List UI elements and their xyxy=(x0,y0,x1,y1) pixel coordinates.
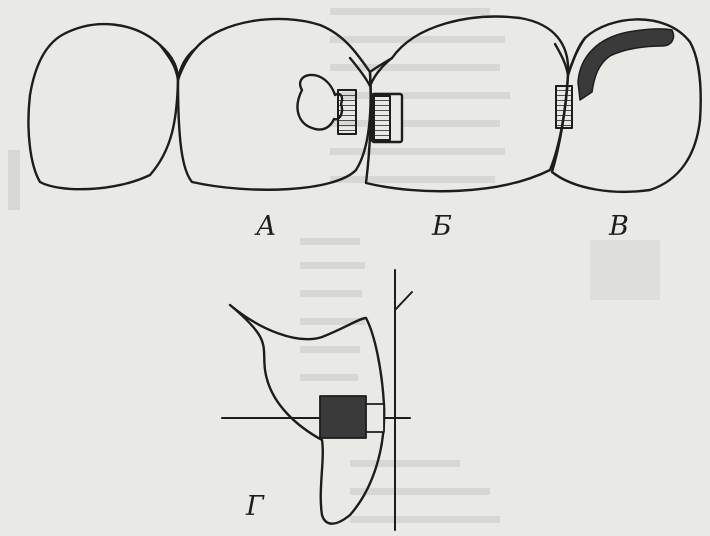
section-g-tick xyxy=(395,292,412,310)
interdental-papilla-1 xyxy=(160,45,196,80)
hatched-post-b xyxy=(374,96,390,140)
filling-v-dark xyxy=(578,29,674,100)
label-b: Б xyxy=(432,213,452,240)
hatched-post-a xyxy=(338,90,356,134)
inlay-a-body xyxy=(297,75,342,130)
label-v: В xyxy=(609,213,629,240)
hatched-post-v xyxy=(556,86,572,128)
tooth-1-outline xyxy=(28,24,178,189)
section-g-post-dark xyxy=(320,396,366,438)
label-g: Г xyxy=(246,493,264,520)
section-g-post-cap xyxy=(366,404,384,432)
label-a: А xyxy=(256,213,276,240)
